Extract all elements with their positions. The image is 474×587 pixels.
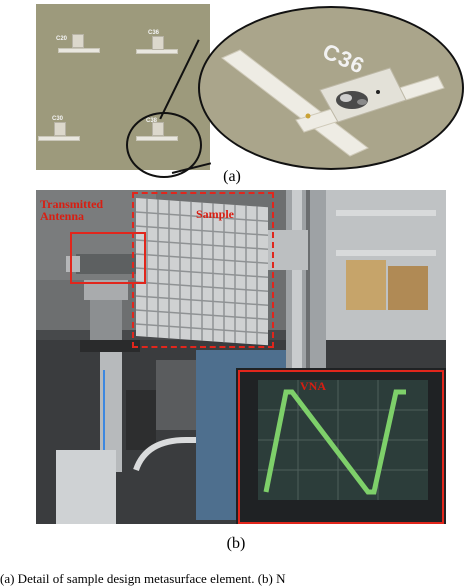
- sample-label: Sample: [196, 207, 235, 221]
- panel-b-caption: (b): [226, 535, 246, 552]
- sample-box: [132, 192, 274, 348]
- element-label: C30: [52, 116, 64, 122]
- panel-b-photo: Transmitted Antenna Sample VNA: [36, 190, 446, 524]
- zoom-detail-graphic: [221, 49, 445, 157]
- metasurface-element: C30: [38, 116, 80, 148]
- panel-a-caption: (a): [223, 168, 241, 185]
- element-label: C36: [148, 30, 160, 36]
- metasurface-element: C36: [136, 30, 178, 64]
- transmitted-antenna-label: Transmitted Antenna: [40, 197, 104, 223]
- element-label: C20: [56, 36, 68, 42]
- zoom-detail-ellipse: C36: [198, 6, 464, 170]
- zoom-source-ellipse: [126, 112, 202, 178]
- figure-caption: (a) Detail of sample design metasurface …: [0, 571, 286, 586]
- antenna-box: [70, 232, 146, 284]
- vna-label: VNA: [300, 379, 326, 393]
- metasurface-element: C20: [56, 34, 100, 64]
- vna-box: [238, 370, 444, 524]
